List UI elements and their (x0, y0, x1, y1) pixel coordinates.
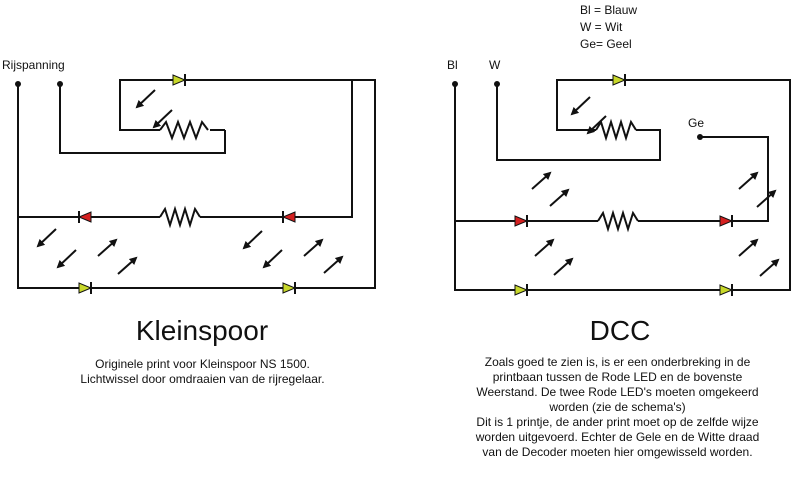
caption-line: worden uitgevoerd. Echter de Gele en de … (475, 430, 760, 444)
led-green-icon (612, 74, 627, 86)
led-green-icon (719, 284, 734, 296)
light-arrow-icon (36, 228, 57, 248)
light-arrow-icon (570, 96, 591, 116)
light-arrow-icon (97, 238, 118, 257)
legend-blauw: Bl = Blauw (580, 3, 637, 17)
caption-line: printbaan tussen de Rode LED en de boven… (492, 370, 743, 384)
light-arrow-icon (323, 255, 344, 274)
resistor-icon (159, 119, 210, 141)
light-arrow-icon (56, 249, 77, 269)
led-red-icon (719, 215, 734, 227)
resistor-icon (597, 209, 639, 233)
resistor-icon (595, 118, 637, 142)
light-arrow-icon (135, 89, 156, 109)
light-arrow-icon (738, 171, 759, 190)
light-arrow-icon (553, 257, 574, 276)
light-arrow-icon (152, 109, 173, 129)
led-green-icon (514, 284, 529, 296)
legend-geel: Ge= Geel (580, 37, 632, 51)
kleinspoor-caption: Originele print voor Kleinspoor NS 1500.… (40, 357, 365, 387)
dcc-caption: Zoals goed te zien is, is er een onderbr… (440, 355, 795, 460)
caption-line: Lichtwissel door omdraaien van de rijreg… (80, 372, 325, 386)
caption-line: van de Decoder moeten hier omgewisseld w… (482, 445, 753, 459)
caption-line: Zoals goed te zien is, is er een onderbr… (484, 355, 751, 369)
led-red-icon (514, 215, 529, 227)
wire-input-2 (59, 84, 226, 154)
caption-line: worden (zie de schema's) (549, 400, 686, 414)
light-arrow-icon (117, 256, 138, 275)
light-arrow-icon (738, 238, 759, 257)
caption-line: Weerstand. De twee Rode LED's moeten omg… (476, 385, 759, 399)
dcc-diagram: Bl = Blauw W = Wit Ge= Geel Bl W Ge (447, 3, 791, 346)
wire-outer-loop (17, 79, 376, 289)
caption-line: Dit is 1 printje, de ander print moet op… (476, 415, 759, 429)
wire-middle-rung (18, 80, 353, 218)
light-arrow-icon (549, 188, 570, 207)
light-arrow-icon (586, 115, 607, 135)
wire-middle-rung (455, 136, 769, 222)
led-red-icon (281, 211, 296, 223)
light-arrow-icon (303, 238, 324, 257)
kleinspoor-diagram: Rijspanning (2, 58, 376, 346)
light-arrow-icon (759, 258, 780, 277)
legend-wit: W = Wit (580, 20, 623, 34)
resistor-icon (159, 205, 201, 229)
led-green-icon (172, 74, 187, 86)
dcc-title: DCC (590, 315, 651, 346)
caption-line: Originele print voor Kleinspoor NS 1500. (95, 357, 310, 371)
light-arrow-icon (262, 249, 283, 269)
led-green-icon (78, 282, 93, 294)
light-arrow-icon (242, 230, 263, 250)
bl-label: Bl (447, 58, 458, 72)
light-arrow-icon (534, 238, 555, 257)
wire-outer-loop (454, 79, 791, 291)
light-arrow-icon (756, 189, 777, 208)
led-red-icon (77, 211, 92, 223)
light-arrow-icon (531, 171, 552, 190)
led-green-icon (282, 282, 297, 294)
ge-label: Ge (688, 116, 704, 130)
kleinspoor-title: Kleinspoor (136, 315, 268, 346)
rijspanning-label: Rijspanning (2, 58, 65, 72)
w-label: W (489, 58, 501, 72)
